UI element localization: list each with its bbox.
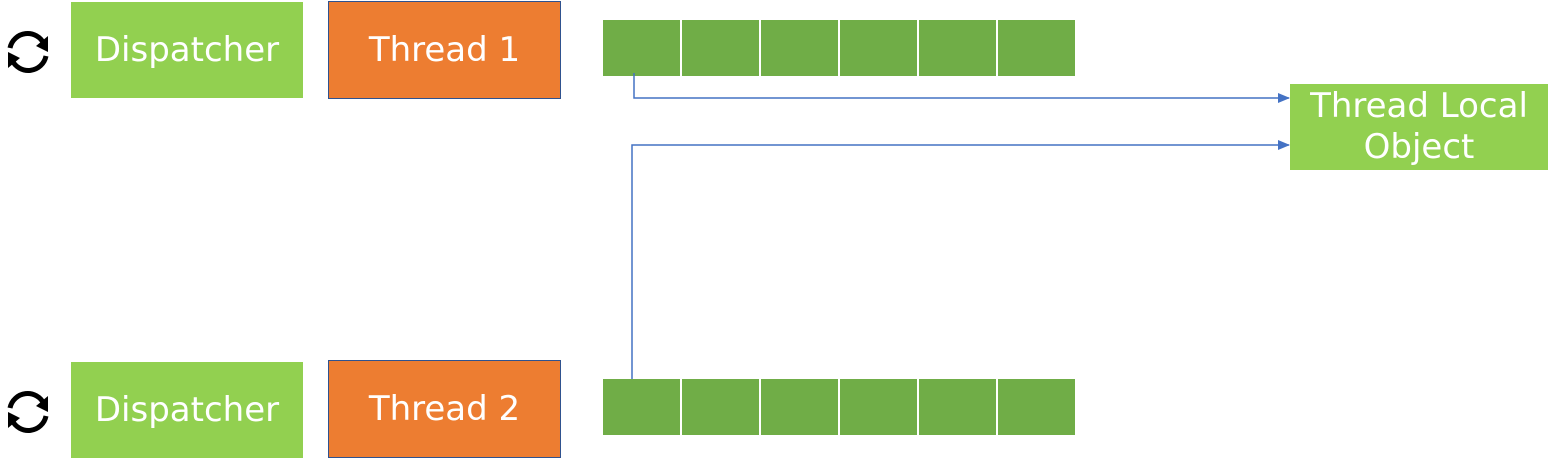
refresh-cycle-icon — [7, 31, 49, 73]
dispatcher-box-2: Dispatcher — [71, 362, 303, 458]
dispatcher-label-1: Dispatcher — [94, 29, 280, 70]
queue-cell — [919, 20, 996, 76]
arrow-thread2-to-object — [631, 140, 1290, 379]
thread-box-2: Thread 2 — [328, 360, 561, 458]
queue-cell — [603, 379, 680, 435]
thread-local-object-line1: Thread Local — [1310, 86, 1528, 127]
queue-cell — [998, 379, 1075, 435]
thread-label-1: Thread 1 — [368, 29, 521, 70]
queue-cell — [840, 379, 917, 435]
queue-cell — [840, 20, 917, 76]
thread-local-object-line2: Object — [1363, 127, 1475, 167]
queue-cell — [998, 20, 1075, 76]
queue-cell — [603, 20, 680, 76]
queue-cell — [682, 20, 759, 76]
thread-box-1: Thread 1 — [328, 1, 561, 99]
queue-cell — [682, 379, 759, 435]
dispatcher-box-1: Dispatcher — [71, 2, 303, 98]
queue-2 — [603, 379, 1075, 435]
queue-1 — [603, 20, 1075, 76]
thread-local-object-box: Thread Local Object — [1290, 84, 1548, 170]
queue-cell — [761, 20, 838, 76]
thread-label-2: Thread 2 — [368, 388, 521, 429]
refresh-cycle-icon — [7, 391, 49, 433]
queue-cell — [919, 379, 996, 435]
queue-cell — [761, 379, 838, 435]
dispatcher-label-2: Dispatcher — [94, 389, 280, 430]
arrow-thread1-to-object — [633, 73, 1290, 103]
